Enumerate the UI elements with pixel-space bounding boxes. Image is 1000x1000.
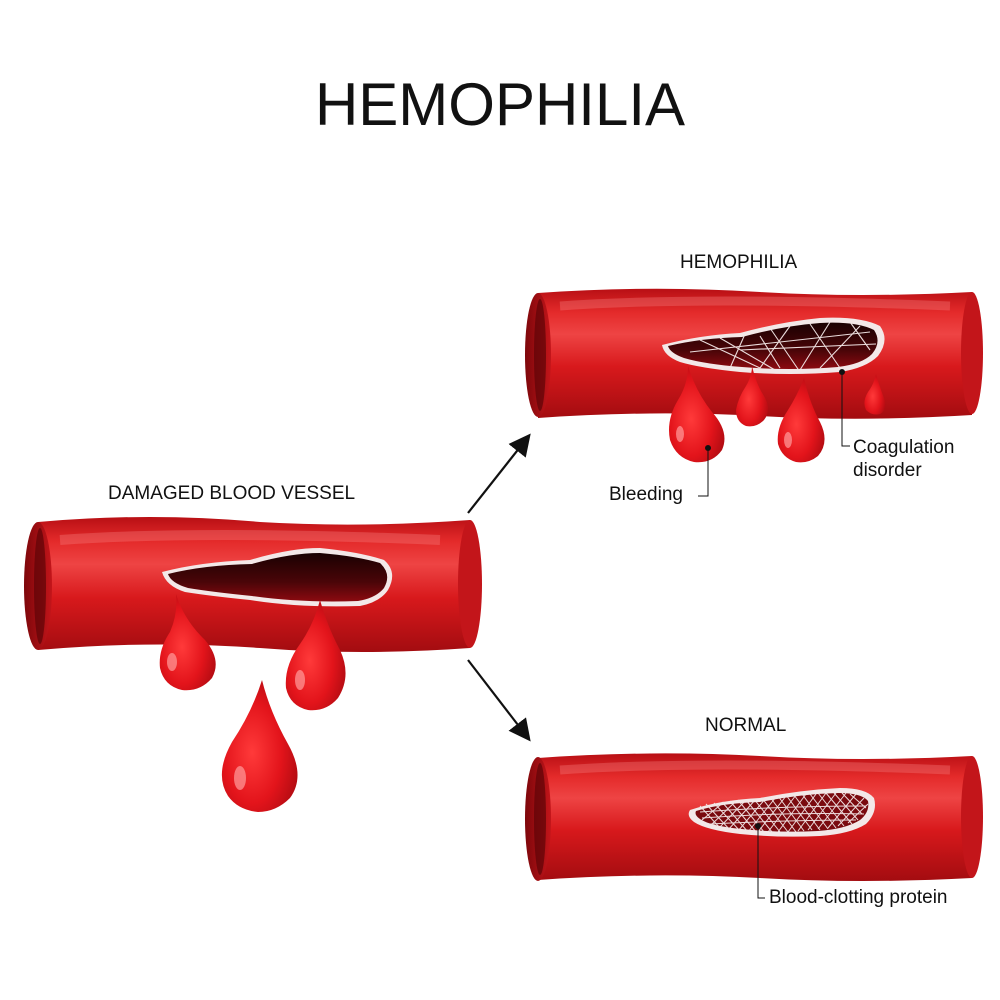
annotation-coagulation-line1: Coagulation xyxy=(853,437,955,458)
label-damaged-vessel: DAMAGED BLOOD VESSEL xyxy=(108,483,356,504)
leader-protein xyxy=(755,823,765,899)
hemophilia-vessel xyxy=(525,288,983,419)
blood-drop xyxy=(285,600,346,711)
blood-drop xyxy=(777,378,825,463)
annotation-coagulation-line2: disorder xyxy=(853,460,922,481)
dense-fibrin-mesh xyxy=(699,792,869,833)
damaged-vessel xyxy=(24,517,482,652)
label-normal: NORMAL xyxy=(705,715,787,736)
annotation-blood-clotting-protein: Blood-clotting protein xyxy=(769,887,948,908)
leader-coagulation xyxy=(839,369,850,447)
vessel-tear xyxy=(662,317,885,374)
arrow-to-normal xyxy=(467,659,531,742)
label-hemophilia: HEMOPHILIA xyxy=(680,252,798,273)
leader-bleeding xyxy=(698,445,711,497)
sparse-fibrin xyxy=(689,321,877,373)
blood-drop xyxy=(221,680,298,812)
arrow-to-hemophilia xyxy=(467,433,531,514)
diagram-title: HEMOPHILIA xyxy=(314,71,686,138)
blood-drop xyxy=(736,366,768,427)
annotation-bleeding: Bleeding xyxy=(609,484,683,505)
blood-drop xyxy=(864,374,886,415)
blood-drop xyxy=(669,366,725,463)
normal-vessel xyxy=(525,753,983,881)
annotation-coagulation-disorder: Coagulation disorder xyxy=(853,436,954,482)
vessel-tear xyxy=(162,548,393,607)
blood-drop xyxy=(159,594,216,691)
